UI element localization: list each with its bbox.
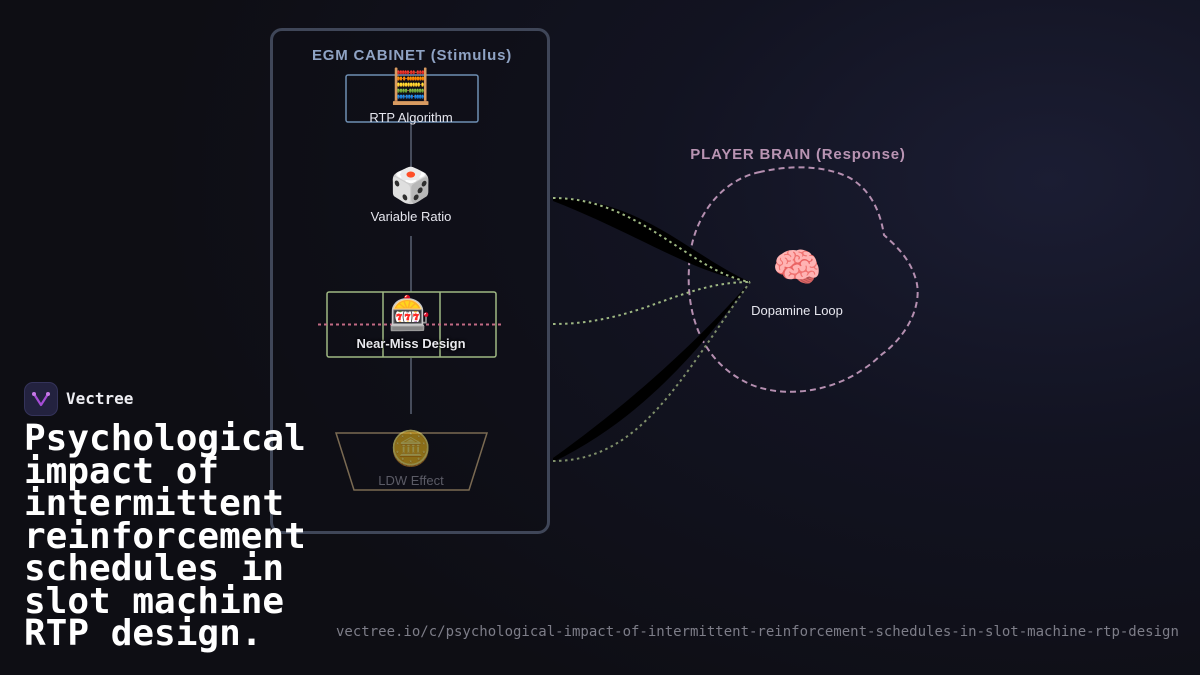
brain-icon: 🧠 [772, 245, 822, 291]
flow-wedge-variable [553, 198, 750, 282]
ldw-effect-box [334, 432, 489, 491]
egm-cabinet-frame [270, 28, 550, 534]
player-brain-outline [687, 166, 919, 393]
vectree-logo-icon [24, 382, 58, 416]
flow-ldw-to-brain [552, 281, 751, 462]
coin-icon: 🪙 [389, 429, 433, 469]
brand-name: Vectree [66, 389, 134, 408]
rtp-algorithm-label: RTP Algorithm [369, 110, 453, 125]
headline: Psychological impact of intermittent rei… [24, 418, 306, 654]
near-miss-label: Near-Miss Design [356, 336, 466, 351]
ldw-effect-label: LDW Effect [378, 473, 444, 488]
brain-title: PLAYER BRAIN (Response) [690, 146, 906, 163]
flow-variable-to-brain [552, 197, 751, 283]
variable-ratio-label: Variable Ratio [370, 209, 452, 224]
dice-icon: 🎲 [389, 166, 433, 206]
flow-wedge-ldw [553, 282, 750, 462]
source-url[interactable]: vectree.io/c/psychological-impact-of-int… [336, 624, 1179, 640]
dopamine-loop-label: Dopamine Loop [751, 303, 843, 318]
cabinet-title: EGM CABINET (Stimulus) [311, 47, 513, 64]
slot-machine-icon: 🎰 [388, 294, 432, 334]
rtp-algorithm-box [345, 74, 479, 123]
abacus-icon: 🧮 [389, 67, 433, 107]
